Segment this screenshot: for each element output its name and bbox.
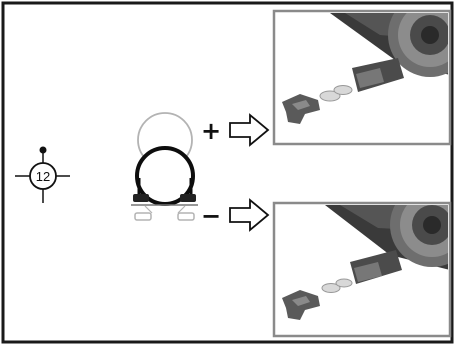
photo-panel-upper (272, 9, 452, 146)
plus-sign: + (201, 117, 221, 145)
arrow-right-upper-icon (229, 113, 270, 147)
ghost-foot-left (134, 212, 152, 221)
right-foot (180, 194, 196, 202)
ghost-foot-right (177, 212, 195, 221)
left-foot (133, 194, 149, 202)
ghost-strut-left (144, 205, 153, 214)
photo-panel-lower (272, 201, 452, 338)
component-schematic (131, 112, 198, 221)
arrow-right-lower-icon (229, 198, 270, 232)
main-circle (135, 146, 195, 206)
minus-sign: − (201, 202, 221, 230)
step-marker: 12 (15, 146, 70, 203)
ghost-strut-right (177, 205, 186, 214)
step-marker-circle (29, 162, 57, 190)
step-marker-top-dot (39, 146, 47, 154)
step-marker-number: 12 (36, 169, 50, 184)
